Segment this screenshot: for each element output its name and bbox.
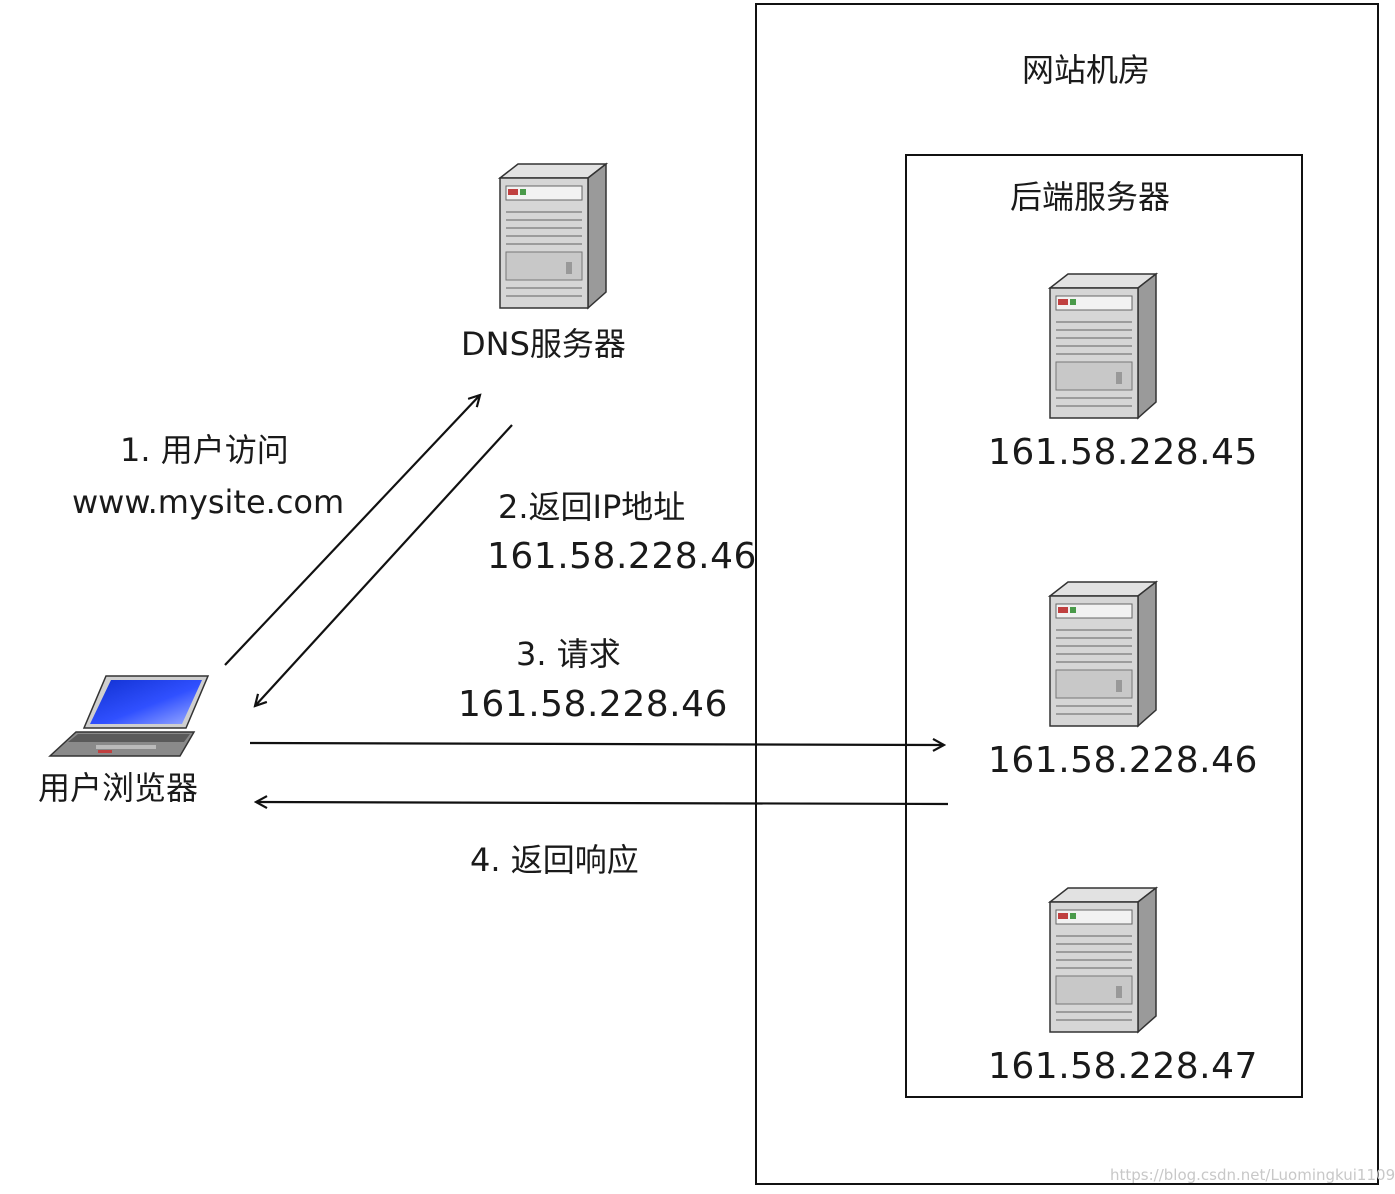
step3-detail: 161.58.228.46	[458, 684, 728, 725]
step1-title: 1. 用户访问	[120, 431, 289, 469]
step2-detail: 161.58.228.46	[487, 536, 757, 577]
server-ip-2: 161.58.228.46	[988, 740, 1258, 781]
server-ip-3: 161.58.228.47	[988, 1046, 1258, 1087]
datacenter-box	[755, 3, 1379, 1185]
arrow-dns-to-user	[255, 424, 513, 706]
arrow-user-to-dns	[224, 395, 480, 666]
dns-server-label: DNS服务器	[461, 325, 626, 363]
backend-server-3-icon	[1047, 886, 1159, 1034]
step3-title: 3. 请求	[516, 635, 621, 673]
step2-title: 2.返回IP地址	[498, 488, 686, 526]
step1-detail: www.mysite.com	[72, 483, 345, 521]
backend-server-2-icon	[1047, 580, 1159, 728]
browser-label: 用户浏览器	[38, 769, 199, 807]
backend-title: 后端服务器	[1010, 178, 1171, 216]
laptop-icon	[48, 675, 210, 757]
arrow-response	[256, 802, 949, 804]
backend-server-1-icon	[1047, 272, 1159, 420]
backend-box	[905, 154, 1303, 1098]
datacenter-title: 网站机房	[1022, 51, 1151, 89]
server-ip-1: 161.58.228.45	[988, 432, 1258, 473]
arrow-request	[249, 743, 944, 745]
dns-server-icon	[497, 162, 609, 310]
step4-title: 4. 返回响应	[470, 841, 639, 879]
watermark-text: https://blog.csdn.net/Luomingkui1109	[1110, 1166, 1395, 1184]
